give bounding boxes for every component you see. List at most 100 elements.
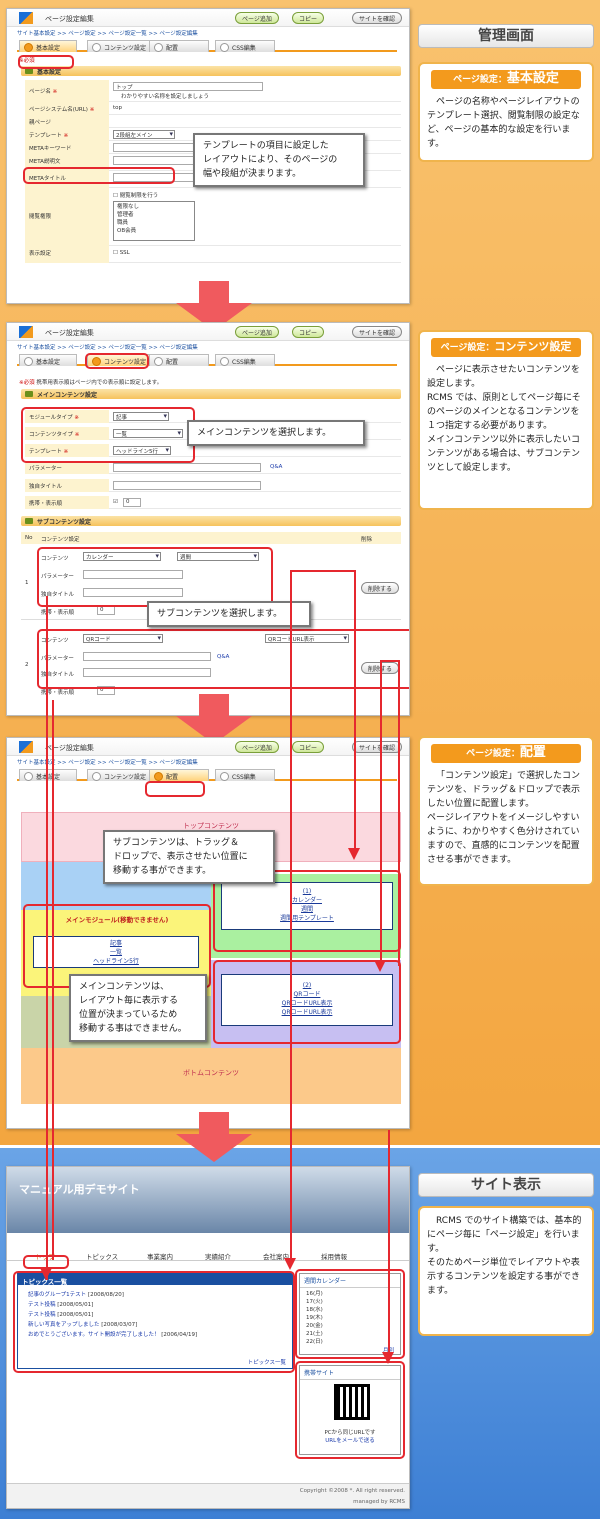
- connector-line: [354, 570, 356, 848]
- topic-item[interactable]: テスト投稿 [2008/05/01]: [28, 1312, 94, 1318]
- main-template-select[interactable]: ヘッドライン5行: [113, 446, 171, 455]
- section-main-header: メインコンテンツ設定: [21, 389, 401, 399]
- access-option[interactable]: 職員: [117, 220, 129, 226]
- template-tooltip: テンプレートの項目に設定した レイアウトにより、そのページの 幅や段組が決まりま…: [193, 133, 365, 187]
- nav-business[interactable]: 事業案内: [147, 1253, 173, 1261]
- mobile-title: 携帯サイト: [300, 1366, 400, 1380]
- tab-contents[interactable]: コンテンツ設定: [87, 354, 157, 366]
- nav-company[interactable]: 会社案内: [263, 1253, 289, 1261]
- row-title: 独自タイトル: [25, 479, 401, 492]
- calendar-day[interactable]: 21(土): [306, 1331, 323, 1337]
- system-name-value: top: [113, 105, 123, 111]
- sub1-type-select[interactable]: 週間: [177, 552, 259, 561]
- bottom-contents-zone[interactable]: ボトムコンテンツ: [21, 1048, 401, 1104]
- calendar-list: 16(月) 17(火) 18(水) 19(木) 20(金) 21(土) 22(日…: [306, 1290, 323, 1346]
- sub2-mobile-input[interactable]: 0: [97, 686, 115, 695]
- sub-param-label: パラメーター: [41, 656, 74, 662]
- topics-title: トピックス一覧: [18, 1274, 292, 1286]
- calendar-day[interactable]: 22(日): [306, 1339, 323, 1345]
- nav-recruit[interactable]: 採用情報: [321, 1253, 347, 1261]
- sub2-type-select[interactable]: QRコードURL表示: [265, 634, 349, 643]
- access-checkbox[interactable]: ☐ 閲覧制限を行う: [113, 193, 159, 199]
- add-page-button[interactable]: ページ追加: [235, 326, 279, 338]
- breadcrumb[interactable]: サイト基本設定 >> ページ設定 >> ページ設定一覧 >> ページ設定編集: [17, 345, 198, 351]
- main-template-label: テンプレート ※: [25, 444, 109, 457]
- side-content-panel: ページ設定：コンテンツ設定 ページに表示させたいコンテンツを設定します。 RCM…: [418, 330, 594, 510]
- connector-line: [52, 700, 54, 1260]
- title-input[interactable]: [113, 481, 261, 490]
- nav-topics[interactable]: トピックス: [85, 1253, 119, 1261]
- window-titlebar: ページ設定編集 ページ追加 コピー サイトを確認: [7, 323, 409, 341]
- sub1-delete-button[interactable]: 削除する: [361, 582, 400, 594]
- sub1-param-input[interactable]: [83, 570, 183, 579]
- sub2-param-input[interactable]: [83, 652, 211, 661]
- tab-basic[interactable]: 基本設定: [19, 354, 77, 366]
- copy-button[interactable]: コピー: [292, 12, 325, 24]
- breadcrumb[interactable]: サイト基本設定 >> ページ設定 >> ページ設定一覧 >> ページ設定編集: [17, 31, 198, 37]
- topic-item[interactable]: テスト投稿 [2008/05/01]: [28, 1302, 94, 1308]
- breadcrumb[interactable]: サイト基本設定 >> ページ設定 >> ページ設定一覧 >> ページ設定編集: [17, 760, 198, 766]
- tab-contents[interactable]: コンテンツ設定: [87, 40, 157, 52]
- access-option[interactable]: OB会員: [117, 228, 137, 234]
- calendar-day[interactable]: 20(金): [306, 1323, 323, 1329]
- mobile-check[interactable]: ☑: [113, 499, 118, 505]
- module-select[interactable]: 記事: [113, 412, 169, 421]
- sub-mobile-label: 携帯・表示順: [41, 690, 75, 696]
- topic-item[interactable]: 記事のグループ1テスト [2008/08/20]: [28, 1292, 124, 1298]
- copy-button[interactable]: コピー: [292, 326, 325, 338]
- access-option[interactable]: 管理者: [117, 212, 134, 218]
- tab-layout[interactable]: 配置: [149, 769, 209, 781]
- template-select[interactable]: 2段組左メイン: [113, 130, 175, 139]
- topic-item[interactable]: 新しい写真をアップしました [2008/03/07]: [28, 1322, 138, 1328]
- mobile-mail-link[interactable]: URLをメールで送る: [325, 1438, 375, 1444]
- view-site-button[interactable]: サイトを確認: [352, 741, 403, 753]
- calendar-day[interactable]: 17(火): [306, 1299, 323, 1305]
- add-page-button[interactable]: ページ追加: [235, 741, 279, 753]
- col-content: コンテンツ設定: [41, 537, 80, 543]
- page-name-input[interactable]: トップ: [113, 82, 263, 91]
- access-listbox[interactable]: 権限なし 管理者 職員 OB会員: [113, 201, 195, 241]
- mobile-order-input[interactable]: 0: [123, 498, 141, 507]
- qa-link[interactable]: Q&A: [217, 654, 230, 660]
- screen-basic-settings: ページ設定編集 ページ追加 コピー サイトを確認 サイト基本設定 >> ページ設…: [6, 8, 410, 304]
- param-label: パラメーター: [25, 461, 109, 474]
- tab-bar: 基本設定 コンテンツ設定 配置 CSS編集: [17, 38, 397, 52]
- sub-title-label: 独自タイトル: [41, 592, 75, 598]
- tab-contents[interactable]: コンテンツ設定: [87, 769, 157, 781]
- tab-layout[interactable]: 配置: [149, 40, 209, 52]
- topic-item[interactable]: おめでとうございます。サイト開設が完了しました！ [2006/04/19]: [28, 1332, 198, 1338]
- tab-layout[interactable]: 配置: [149, 354, 209, 366]
- add-page-button[interactable]: ページ追加: [235, 12, 279, 24]
- calendar-day[interactable]: 16(月): [306, 1291, 323, 1297]
- access-option[interactable]: 権限なし: [117, 204, 140, 210]
- nav-top[interactable]: トップ: [35, 1253, 55, 1261]
- sub1-content-select[interactable]: カレンダー: [83, 552, 161, 561]
- content-type-select[interactable]: 一覧: [113, 429, 183, 438]
- topics-more-link[interactable]: トピックス一覧: [247, 1360, 286, 1366]
- copy-button[interactable]: コピー: [292, 741, 325, 753]
- view-site-button[interactable]: サイトを確認: [352, 326, 403, 338]
- sub2-title-input[interactable]: [83, 668, 211, 677]
- tab-basic[interactable]: 基本設定: [19, 40, 77, 52]
- main-item: 一覧: [109, 949, 122, 956]
- sub2-module-box[interactable]: (2) QRコード QRコードURL表示 QRコードURL表示: [221, 974, 393, 1026]
- qa-link[interactable]: Q&A: [270, 464, 283, 470]
- view-site-button[interactable]: サイトを確認: [352, 12, 403, 24]
- connector-line: [398, 660, 400, 966]
- param-input[interactable]: [113, 463, 261, 472]
- nav-results[interactable]: 実績紹介: [205, 1253, 231, 1261]
- connector-line: [380, 660, 400, 662]
- sub-table-header: No コンテンツ設定 削除: [21, 532, 401, 544]
- calendar-day[interactable]: 18(水): [306, 1307, 323, 1313]
- sub1-mobile-input[interactable]: 0: [97, 606, 115, 615]
- sub1-module-box[interactable]: (1) カレンダー 週間 週間用テンプレート: [221, 882, 393, 930]
- tab-css[interactable]: CSS編集: [215, 769, 275, 781]
- tab-basic[interactable]: 基本設定: [19, 769, 77, 781]
- ssl-checkbox[interactable]: ☐ SSL: [113, 250, 130, 256]
- sub1-title-input[interactable]: [83, 588, 183, 597]
- tab-css[interactable]: CSS編集: [215, 40, 275, 52]
- sub2-content-select[interactable]: QRコード: [83, 634, 163, 643]
- tab-css[interactable]: CSS編集: [215, 354, 275, 366]
- calendar-day[interactable]: 19(木): [306, 1315, 323, 1321]
- required-note: ※必須: [19, 58, 35, 64]
